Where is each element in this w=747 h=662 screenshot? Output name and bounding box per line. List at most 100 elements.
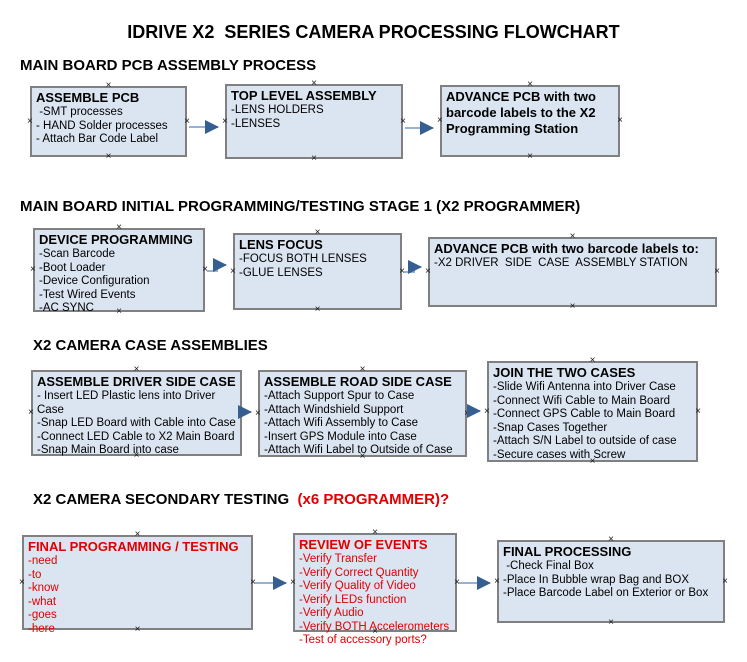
section-header-red-part: (x6 PROGRAMMER)? <box>289 491 450 508</box>
box-item: -Snap LED Board with Cable into Case <box>37 417 236 429</box>
connector-arrow-4 <box>404 260 422 274</box>
connection-handle-icon: × <box>425 266 431 277</box>
box-item: -to <box>28 568 42 581</box>
box-item: -Verify Transfer <box>299 553 377 565</box>
flow-box-join-the-two-cases: JOIN THE TWO CASES -Slide Wifi Antenna i… <box>484 356 701 467</box>
box-items: -Check Final Box-Place In Bubble wrap Ba… <box>503 560 720 601</box>
box-title: ADVANCE PCB with two barcode labels to: <box>434 241 699 256</box>
box-items: -SMT processes- HAND Solder processes- A… <box>36 106 182 147</box>
connection-handle-icon: × <box>695 405 701 417</box>
box-items: -LENS HOLDERS-LENSES <box>231 104 398 131</box>
box-item: -Place In Bubble wrap Bag and BOX <box>503 573 690 586</box>
box-title: DEVICE PROGRAMMING <box>39 232 193 247</box>
box-items: -need-to-know-what-goes-here <box>28 555 248 636</box>
connection-handle-icon: × <box>230 265 236 277</box>
box-item: -Test of accessory ports? <box>299 634 427 646</box>
box-item: -what <box>28 595 57 608</box>
connection-handle-icon: × <box>255 407 261 419</box>
box-item: -Verify BOTH Accelerometers <box>299 620 450 633</box>
flow-box-advance-pcb-programming-station: ADVANCE PCB with two barcode labels to t… <box>437 80 623 162</box>
box-item: -Slide Wifi Antenna into Driver Case <box>493 381 676 393</box>
box-item: -Attach Windshield Support <box>264 403 404 416</box>
box-item: -LENSES <box>231 117 281 130</box>
box-item: -Verify Correct Quantity <box>299 566 419 579</box>
box-title: REVIEW OF EVENTS <box>299 537 428 552</box>
box-item: -Attach Wifi Label to Outside of Case <box>264 444 453 456</box>
box-item: -Place Barcode Label on Exterior or Box <box>503 587 709 599</box>
box-item: -Connect LED Cable to X2 Main Board <box>37 430 235 443</box>
flow-box-top-level-assembly: TOP LEVEL ASSEMBLY -LENS HOLDERS-LENSES … <box>222 79 406 164</box>
box-item: -Attach S/N Label to outside of case <box>493 435 677 447</box>
connection-handle-icon: × <box>311 153 317 164</box>
box-item: -Attach Wifi Assembly to Case <box>264 417 419 429</box>
connection-handle-icon: × <box>722 575 728 587</box>
box-item: -Test Wired Events <box>39 288 136 301</box>
box-items: -Scan Barcode-Boot Loader-Device Configu… <box>39 248 200 316</box>
section-header-pcb-assembly: MAIN BOARD PCB ASSEMBLY PROCESS <box>20 57 317 74</box>
box-item: -Device Configuration <box>39 275 150 287</box>
connection-handle-icon: × <box>290 576 296 588</box>
box-item: -GLUE LENSES <box>239 266 323 279</box>
section-header-initial-programming: MAIN BOARD INITIAL PROGRAMMING/TESTING S… <box>20 198 581 215</box>
page-title: IDRIVE X2 SERIES CAMERA PROCESSING FLOWC… <box>127 22 620 42</box>
connection-handle-icon: × <box>527 151 533 162</box>
connection-handle-icon: × <box>184 115 190 127</box>
connection-handle-icon: × <box>250 576 256 588</box>
box-title: FINAL PROGRAMMING / TESTING <box>28 539 239 554</box>
connection-handle-icon: × <box>239 407 245 418</box>
connection-handle-icon: × <box>27 115 33 127</box>
box-title: ASSEMBLE DRIVER SIDE CASE <box>37 374 236 389</box>
box-item: - HAND Solder processes <box>36 119 168 132</box>
flow-box-assemble-driver-side-case: ASSEMBLE DRIVER SIDE CASE - Insert LED P… <box>28 365 245 461</box>
box-item: -Secure cases with Screw <box>493 448 626 461</box>
flow-box-final-processing: FINAL PROCESSING -Check Final Box-Place … <box>494 535 728 628</box>
section-header-secondary-testing: X2 CAMERA SECONDARY TESTING (x6 PROGRAMM… <box>33 491 449 508</box>
connection-handle-icon: × <box>19 576 25 588</box>
box-item: -Scan Barcode <box>39 248 116 260</box>
box-item: -X2 DRIVER SIDE CASE ASSEMBLY STATION <box>434 257 688 269</box>
box-items: -Slide Wifi Antenna into Driver Case-Con… <box>493 381 693 462</box>
flow-box-lens-focus: LENS FOCUS -FOCUS BOTH LENSES-GLUE LENSE… <box>230 228 405 315</box>
box-item: -need <box>28 555 58 567</box>
flow-box-final-programming-testing: FINAL PROGRAMMING / TESTING -need-to-kno… <box>19 530 256 635</box>
box-item: -Connect Wifi Cable to Main Board <box>493 394 671 407</box>
flow-box-review-of-events: REVIEW OF EVENTS -Verify Transfer-Verify… <box>290 528 460 647</box>
box-item: -AC SYNC <box>39 302 94 314</box>
box-title: JOIN THE TWO CASES <box>493 365 636 380</box>
box-items: - Insert LED Plastic lens into Driver Ca… <box>37 390 237 458</box>
connection-handle-icon: × <box>617 115 623 126</box>
connection-handle-icon: × <box>222 115 228 127</box>
box-item: -Verify LEDs function <box>299 593 407 606</box>
box-item: -Connect GPS Cable to Main Board <box>493 408 676 420</box>
box-title: LENS FOCUS <box>239 237 323 252</box>
flow-box-device-programming: DEVICE PROGRAMMING -Scan Barcode-Boot Lo… <box>30 223 208 317</box>
box-item: -Verify Audio <box>299 607 364 619</box>
box-title: TOP LEVEL ASSEMBLY <box>231 88 377 103</box>
box-title: FINAL PROCESSING <box>503 544 632 559</box>
flow-box-assemble-road-side-case: ASSEMBLE ROAD SIDE CASE -Attach Support … <box>255 365 470 462</box>
connector-arrow-3 <box>207 258 227 272</box>
connection-handle-icon: × <box>399 265 405 277</box>
box-item: -Boot Loader <box>39 261 106 274</box>
connection-handle-icon: × <box>454 576 460 588</box>
box-items: -Verify Transfer-Verify Correct Quantity… <box>299 553 452 648</box>
connection-handle-icon: × <box>494 575 500 587</box>
box-items: -Attach Support Spur to Case-Attach Wind… <box>264 390 462 458</box>
connection-handle-icon: × <box>569 301 576 312</box>
flow-box-advance-pcb-driver-side: ADVANCE PCB with two barcode labels to: … <box>425 232 720 312</box>
box-item: -here <box>28 622 55 635</box>
box-item: -know <box>28 582 59 594</box>
box-item: - Attach Bar Code Label <box>36 133 159 145</box>
connection-handle-icon: × <box>608 617 614 628</box>
connection-handle-icon: × <box>30 264 36 275</box>
connection-handle-icon: × <box>202 264 208 275</box>
connection-handle-icon: × <box>105 151 112 162</box>
box-item: -LENS HOLDERS <box>231 104 324 116</box>
box-item: -Attach Support Spur to Case <box>264 390 415 402</box>
box-item: -goes <box>28 609 57 621</box>
box-item: - Insert LED Plastic lens into Driver Ca… <box>37 390 219 416</box>
flow-box-assemble-pcb: ASSEMBLE PCB -SMT processes- HAND Solder… <box>27 81 190 162</box>
box-item: -Check Final Box <box>503 560 594 572</box>
box-item: -Insert GPS Module into Case <box>264 430 417 443</box>
